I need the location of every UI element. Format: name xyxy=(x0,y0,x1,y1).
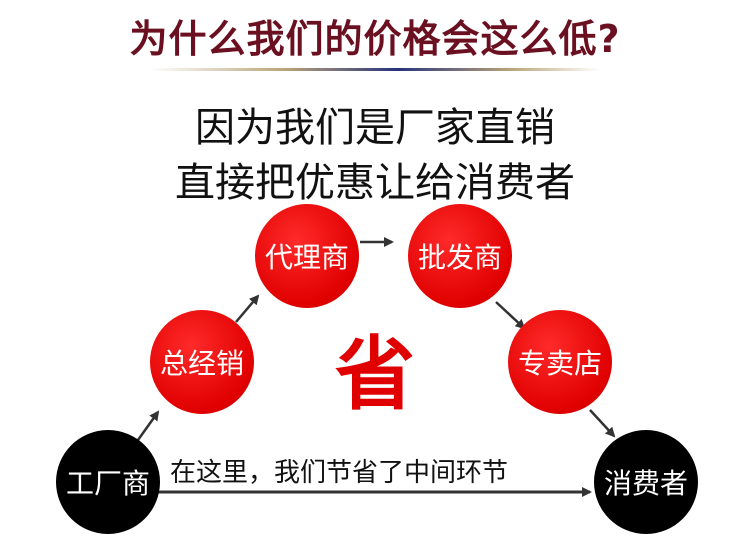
bottom-note: 在这里，我们节省了中间环节 xyxy=(170,458,509,488)
reason-line-1: 因为我们是厂家直销 xyxy=(195,105,555,151)
node-general: 总经销 xyxy=(150,310,254,414)
node-factory: 工厂商 xyxy=(56,430,160,534)
arrow-factory-to-general xyxy=(136,410,160,441)
node-consumer: 消费者 xyxy=(594,430,698,534)
save-character: 省 xyxy=(335,328,415,421)
arrow-wholesaler-to-store xyxy=(495,301,526,330)
node-wholesaler: 批发商 xyxy=(408,204,512,308)
arrow-general-to-agent xyxy=(235,294,260,323)
headline-underline xyxy=(150,68,600,71)
arrow-store-to-consumer xyxy=(589,409,616,438)
reason-line-2: 直接把优惠让给消费者 xyxy=(175,160,575,206)
node-store: 专卖店 xyxy=(508,310,612,414)
headline: 为什么我们的价格会这么低? xyxy=(129,17,621,61)
node-agent: 代理商 xyxy=(255,204,359,308)
